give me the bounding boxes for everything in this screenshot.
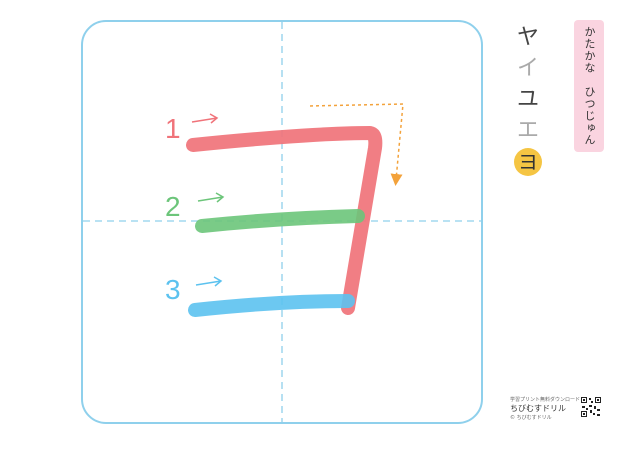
kana-i: イ	[516, 56, 539, 81]
copyright-text: © ちびむすドリル	[510, 415, 552, 421]
kana-sequence: ヤ イ ユ エ ヨ	[510, 22, 546, 176]
stroke-2-arrow-icon	[197, 192, 225, 203]
kana-e: エ	[516, 118, 539, 143]
stroke-2-number: 2	[165, 191, 181, 222]
title-badge: かたかな ひつじゅん	[574, 20, 604, 152]
writing-frame	[81, 20, 483, 424]
kana-yo-current: ヨ	[514, 148, 542, 176]
stroke-3-arrow-icon	[195, 276, 223, 287]
stroke-2	[195, 209, 365, 233]
kana-yu: ユ	[516, 87, 539, 112]
footer-brand-block: 学習プリント無料ダウンロード ちびむすドリル © ちびむすドリル	[510, 396, 610, 422]
stroke-3	[188, 294, 355, 317]
footer-tagline: 学習プリント無料ダウンロード	[510, 397, 581, 403]
direction-hint-arrow	[309, 103, 404, 186]
brand-logo: ちびむすドリル	[510, 404, 566, 413]
qr-code-icon	[580, 396, 602, 418]
stroke-1-number: 1	[165, 113, 181, 144]
stroke-3-number: 3	[165, 274, 181, 305]
stroke-1	[186, 126, 383, 315]
kana-ya: ヤ	[516, 25, 539, 50]
stroke-1-arrow-icon	[191, 113, 219, 124]
page-title: かたかな ひつじゅん	[583, 26, 596, 146]
